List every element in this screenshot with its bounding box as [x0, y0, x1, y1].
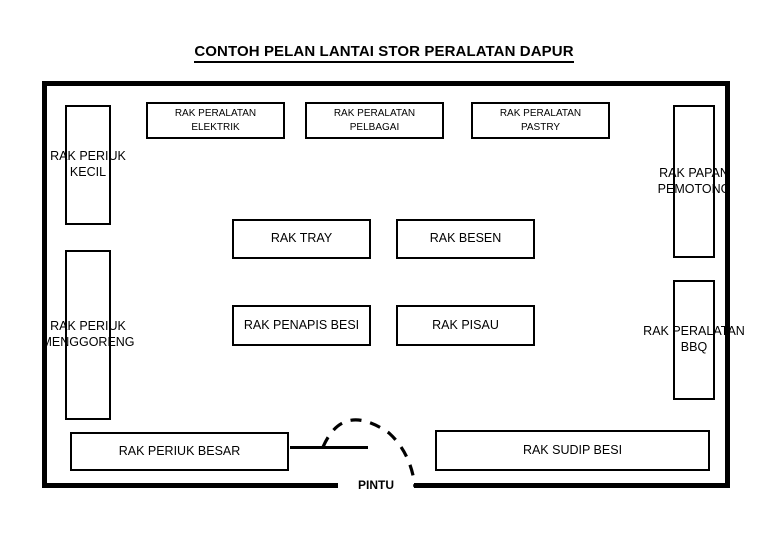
shelf-label: RAK TRAY — [270, 231, 333, 246]
shelf-rak-peralatan-bbq[interactable]: RAK PERALATAN BBQ — [643, 280, 745, 400]
shelf-rak-besen[interactable]: RAK BESEN — [396, 219, 535, 259]
door-leaf — [290, 446, 368, 449]
shelf-label: RAK PERIUK KECIL — [50, 149, 126, 179]
shelf-rak-peralatan-pelbagai[interactable]: RAK PERALATAN PELBAGAI — [305, 102, 444, 139]
page-title-text: CONTOH PELAN LANTAI STOR PERALATAN DAPUR — [194, 43, 574, 63]
shelf-rak-penapis-besi[interactable]: RAK PENAPIS BESI — [232, 305, 371, 346]
shelf-label: RAK PERALATAN PELBAGAI — [333, 108, 416, 133]
shelf-label: RAK PERIUK MENGGORENG — [41, 319, 135, 349]
shelf-label: RAK PERIUK BESAR — [118, 443, 241, 458]
shelf-label: RAK PISAU — [432, 317, 499, 332]
room-outline — [42, 81, 730, 488]
shelf-rak-periuk-menggoreng[interactable]: RAK PERIUK MENGGORENG — [41, 250, 135, 420]
shelf-label: RAK SUDIP BESI — [522, 442, 623, 457]
shelf-label: RAK PERALATAN ELEKTRIK — [174, 108, 257, 133]
shelf-rak-papan-pemotong[interactable]: RAK PAPAN PEMOTONG — [658, 105, 730, 258]
shelf-label: RAK PAPAN PEMOTONG — [657, 165, 731, 196]
shelf-rak-sudip-besi[interactable]: RAK SUDIP BESI — [435, 430, 710, 471]
shelf-label: RAK PENAPIS BESI — [243, 317, 360, 332]
page-title: CONTOH PELAN LANTAI STOR PERALATAN DAPUR — [0, 43, 768, 63]
shelf-rak-periuk-kecil[interactable]: RAK PERIUK KECIL — [50, 105, 126, 225]
shelf-label: RAK PERALATAN BBQ — [643, 324, 745, 354]
shelf-rak-pisau[interactable]: RAK PISAU — [396, 305, 535, 346]
shelf-rak-periuk-besar[interactable]: RAK PERIUK BESAR — [70, 432, 289, 471]
shelf-rak-peralatan-elektrik[interactable]: RAK PERALATAN ELEKTRIK — [146, 102, 285, 139]
shelf-label: RAK PERALATAN PASTRY — [499, 108, 582, 133]
door-label: PINTU — [358, 478, 394, 492]
shelf-label: RAK BESEN — [429, 231, 502, 246]
shelf-rak-tray[interactable]: RAK TRAY — [232, 219, 371, 259]
shelf-rak-peralatan-pastry[interactable]: RAK PERALATAN PASTRY — [471, 102, 610, 139]
door-opening — [338, 483, 414, 492]
